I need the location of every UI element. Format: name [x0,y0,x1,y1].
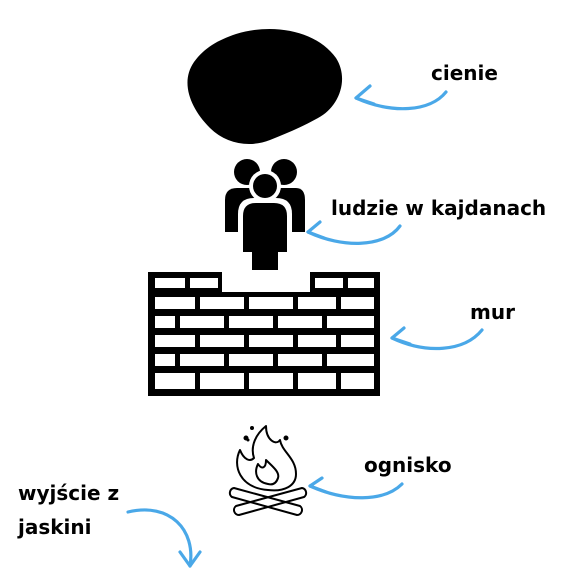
arrow-to-fire [308,476,404,500]
label-cave-exit-line2: jaskini [18,515,92,539]
label-people-in-chains: ludzie w kajdanach [331,196,547,220]
shadow-blob-icon [187,28,343,144]
arrow-to-people [306,220,402,245]
people-group-icon [225,159,305,270]
label-cave-exit-line1: wyjście z [18,481,120,505]
arrow-exit [126,508,202,568]
label-fire: ognisko [364,453,452,477]
brick-wall-icon [148,272,380,396]
label-shadows: cienie [431,61,498,85]
arrow-to-shadows [354,84,448,111]
arrow-to-wall [390,326,484,351]
label-cave-exit: wyjście z jaskini [18,476,178,544]
arrows [126,84,484,568]
campfire-icon [228,425,308,516]
label-wall: mur [470,300,515,324]
